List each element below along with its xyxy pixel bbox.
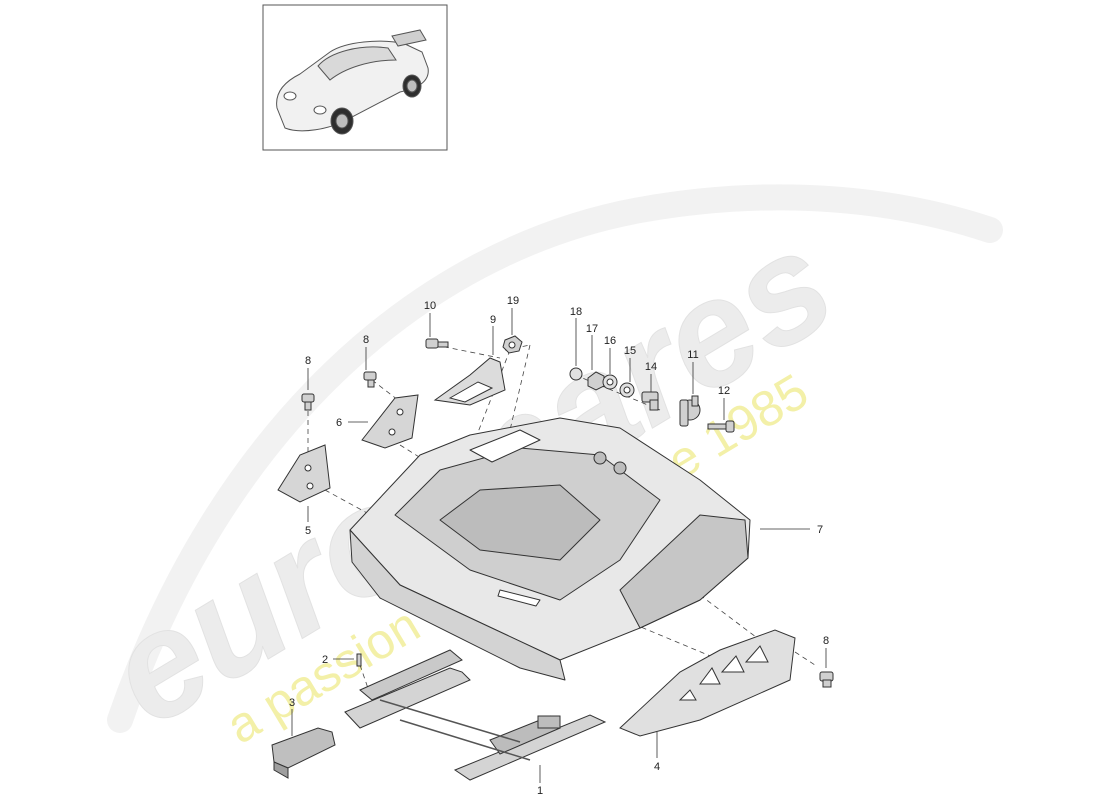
callout-17: 17 — [586, 323, 598, 335]
callout-7: 7 — [817, 524, 823, 536]
seat-frame-front-slot — [497, 589, 541, 607]
seat-frame-handle-slot — [469, 429, 541, 463]
bolt-part-8-upper — [363, 371, 377, 388]
callout-labels: 1 2 3 4 5 6 7 8 8 8 9 10 11 12 14 15 16 … — [289, 295, 829, 797]
callout-6: 6 — [336, 417, 342, 429]
callout-8-right: 8 — [823, 635, 829, 647]
callout-19: 19 — [507, 295, 519, 307]
pin-part-2 — [356, 653, 362, 667]
bracket-part-6 — [361, 394, 419, 449]
callout-16: 16 — [604, 335, 616, 347]
bolt-part-14 — [641, 391, 659, 411]
callout-18: 18 — [570, 306, 582, 318]
callout-4: 4 — [654, 761, 660, 773]
bolt-part-10 — [425, 338, 449, 349]
fasteners — [301, 335, 834, 688]
callout-2: 2 — [322, 654, 328, 666]
bracket-part-9 — [433, 357, 506, 406]
car-illustration — [276, 29, 429, 135]
seat-rail-part-1 — [344, 649, 607, 781]
callout-1: 1 — [537, 785, 543, 797]
seat-frame-side-bolster — [619, 514, 749, 629]
callout-5: 5 — [305, 525, 311, 537]
seat-frame-part-7 — [349, 417, 751, 681]
bolt-part-8-left — [301, 393, 315, 411]
seat-frame-front-face — [349, 529, 566, 681]
washer-part-18 — [569, 367, 583, 381]
callout-12: 12 — [718, 385, 730, 397]
callout-14: 14 — [645, 361, 657, 373]
callout-8-left: 8 — [305, 355, 311, 367]
car-thumbnail — [262, 4, 448, 151]
watermark-swoosh — [107, 184, 1003, 733]
callout-15: 15 — [624, 345, 636, 357]
callout-9: 9 — [490, 314, 496, 326]
mechanism-part-11 — [679, 395, 701, 427]
release-handle-part-3 — [271, 727, 336, 779]
screw-part-12 — [707, 420, 735, 433]
callout-10: 10 — [424, 300, 436, 312]
nut-part-19 — [502, 335, 523, 354]
callout-3: 3 — [289, 697, 295, 709]
callout-8-upper: 8 — [363, 334, 369, 346]
seat-frame-inner-well — [439, 484, 601, 561]
bracket-part-5 — [277, 444, 331, 503]
leader-lines — [291, 308, 827, 783]
callout-11: 11 — [687, 349, 698, 361]
bolt-part-8-right — [819, 671, 834, 688]
side-rail-part-4 — [619, 629, 796, 737]
